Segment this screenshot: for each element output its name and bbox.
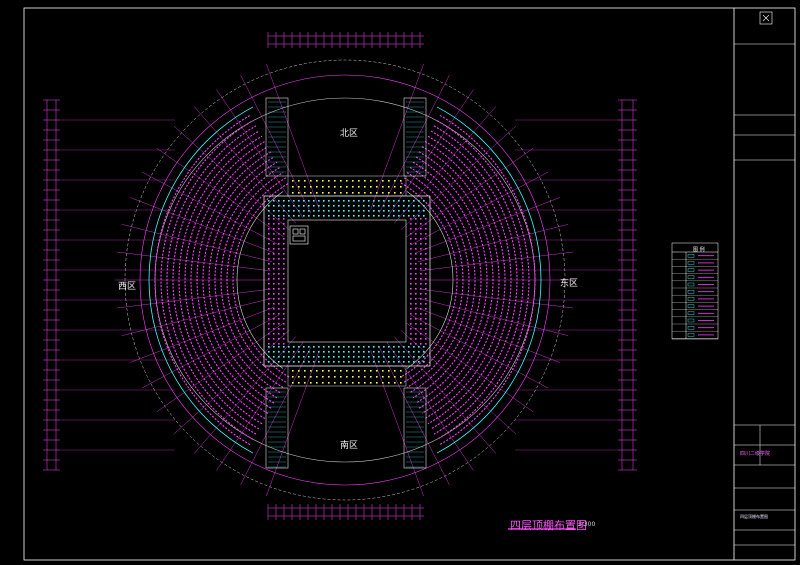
legend-rows <box>672 253 718 339</box>
top-dimension-chain <box>267 32 424 48</box>
north-concourse <box>287 175 407 387</box>
sheet-frame <box>23 7 796 561</box>
concourse-ceiling-lights <box>268 180 427 384</box>
legend-title: 图 例 <box>693 247 705 253</box>
title-block-lines <box>734 43 795 546</box>
zone-label-south: 南区 <box>340 441 359 451</box>
tower-ceiling-grid <box>268 101 424 468</box>
zone-label-west: 西区 <box>118 282 137 292</box>
seating-rows <box>148 106 542 454</box>
central-square <box>263 195 431 367</box>
title-block-company: 四川二级学院 <box>740 451 771 457</box>
drawing-scale: 1:300 <box>578 521 596 528</box>
bottom-dimension-chain <box>267 504 424 520</box>
zone-label-north: 北区 <box>340 129 359 139</box>
left-dimension-chain <box>43 99 175 471</box>
legend-table <box>671 242 719 340</box>
stair-towers <box>265 97 427 469</box>
equipment-box <box>289 225 309 245</box>
right-dimension-chain <box>515 99 637 471</box>
title-block-sheet-title: 四层顶棚布置图 <box>740 514 768 519</box>
logo-mark <box>759 11 773 25</box>
drawing-title: 四层顶棚布置图 <box>510 519 587 532</box>
zone-label-east: 东区 <box>560 279 579 289</box>
